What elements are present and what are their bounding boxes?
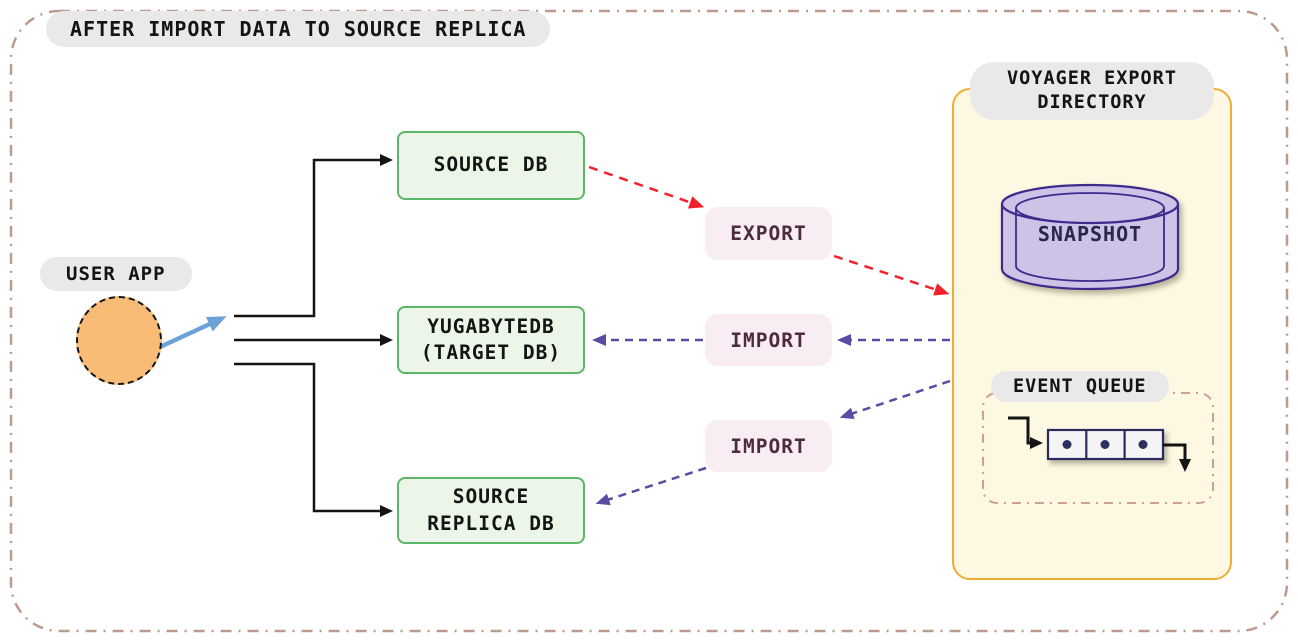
import-replica-operation-label: IMPORT [705,420,832,472]
flow-line-to-source-db [234,154,393,318]
import-arrow-directory-to-label-replica [839,379,951,420]
snapshot-label: SNAPSHOT [1037,222,1143,246]
user-app-icon [76,296,162,385]
export-arrow-source-to-label [588,165,705,209]
export-operation-label: EXPORT [705,207,832,260]
import-arrow-label-to-replica-db [595,466,707,506]
user-app-arrow [159,316,227,350]
voyager-panel-title: VOYAGER EXPORT DIRECTORY [970,62,1214,121]
node-source-replica-db: SOURCE REPLICA DB [397,477,585,544]
event-queue-label: EVENT QUEUE [991,371,1169,402]
user-app-label: USER APP [40,257,192,291]
node-source-db: SOURCE DB [397,131,585,200]
node-target-db: YUGABYTEDB (TARGET DB) [397,306,585,374]
diagram-title: AFTER IMPORT DATA TO SOURCE REPLICA [46,11,551,47]
flow-line-to-source-replica-db [234,362,393,517]
import-target-operation-label: IMPORT [705,314,832,366]
voyager-export-directory-panel [952,88,1232,580]
export-arrow-label-to-directory [833,254,950,296]
